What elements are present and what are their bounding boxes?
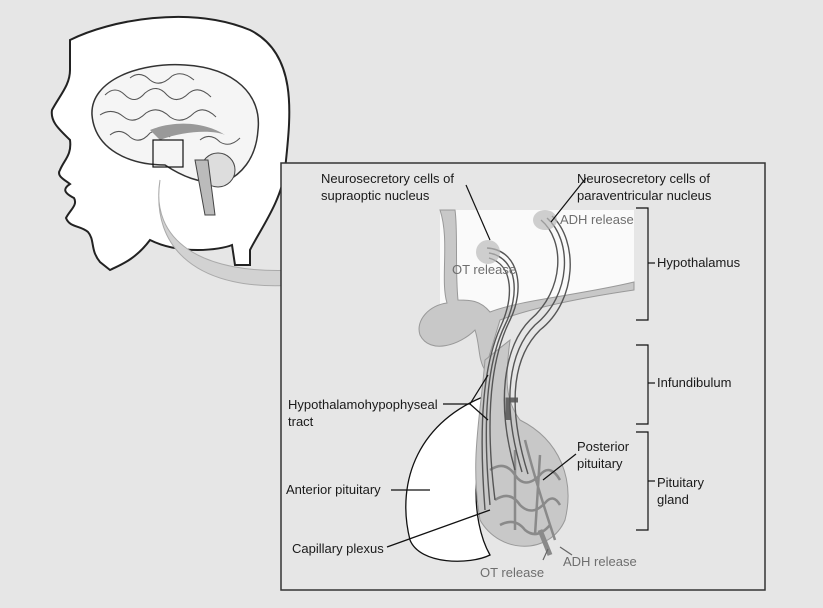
label-capillary-plexus: Capillary plexus bbox=[292, 541, 384, 556]
capillary-plexus bbox=[489, 397, 562, 556]
supraoptic-nucleus bbox=[476, 240, 500, 264]
leader-lines bbox=[386, 177, 587, 548]
paraventricular-nucleus bbox=[533, 210, 557, 230]
posterior-pituitary bbox=[475, 338, 569, 547]
hypothalamus-region bbox=[440, 210, 634, 330]
release-arrows bbox=[542, 546, 573, 561]
region-brackets bbox=[636, 207, 655, 531]
label-ot-release-bottom: OT release bbox=[480, 565, 544, 580]
label-anterior-pituitary: Anterior pituitary bbox=[286, 482, 381, 497]
label-adh-release-top: ADH release bbox=[560, 212, 634, 227]
head-illustration bbox=[50, 15, 291, 272]
optic-chiasm bbox=[418, 209, 635, 372]
brain-folds bbox=[99, 73, 241, 145]
label-infundibulum: Infundibulum bbox=[657, 375, 731, 390]
corpus-callosum bbox=[150, 123, 225, 140]
label-hypothalamus: Hypothalamus bbox=[657, 255, 741, 270]
hypothalamohypophyseal-tract bbox=[481, 215, 571, 511]
zoom-region-box bbox=[152, 139, 184, 168]
label-adh-release-bottom: ADH release bbox=[563, 554, 637, 569]
label-ot-release-top: OT release bbox=[452, 262, 516, 277]
brainstem bbox=[194, 159, 216, 216]
